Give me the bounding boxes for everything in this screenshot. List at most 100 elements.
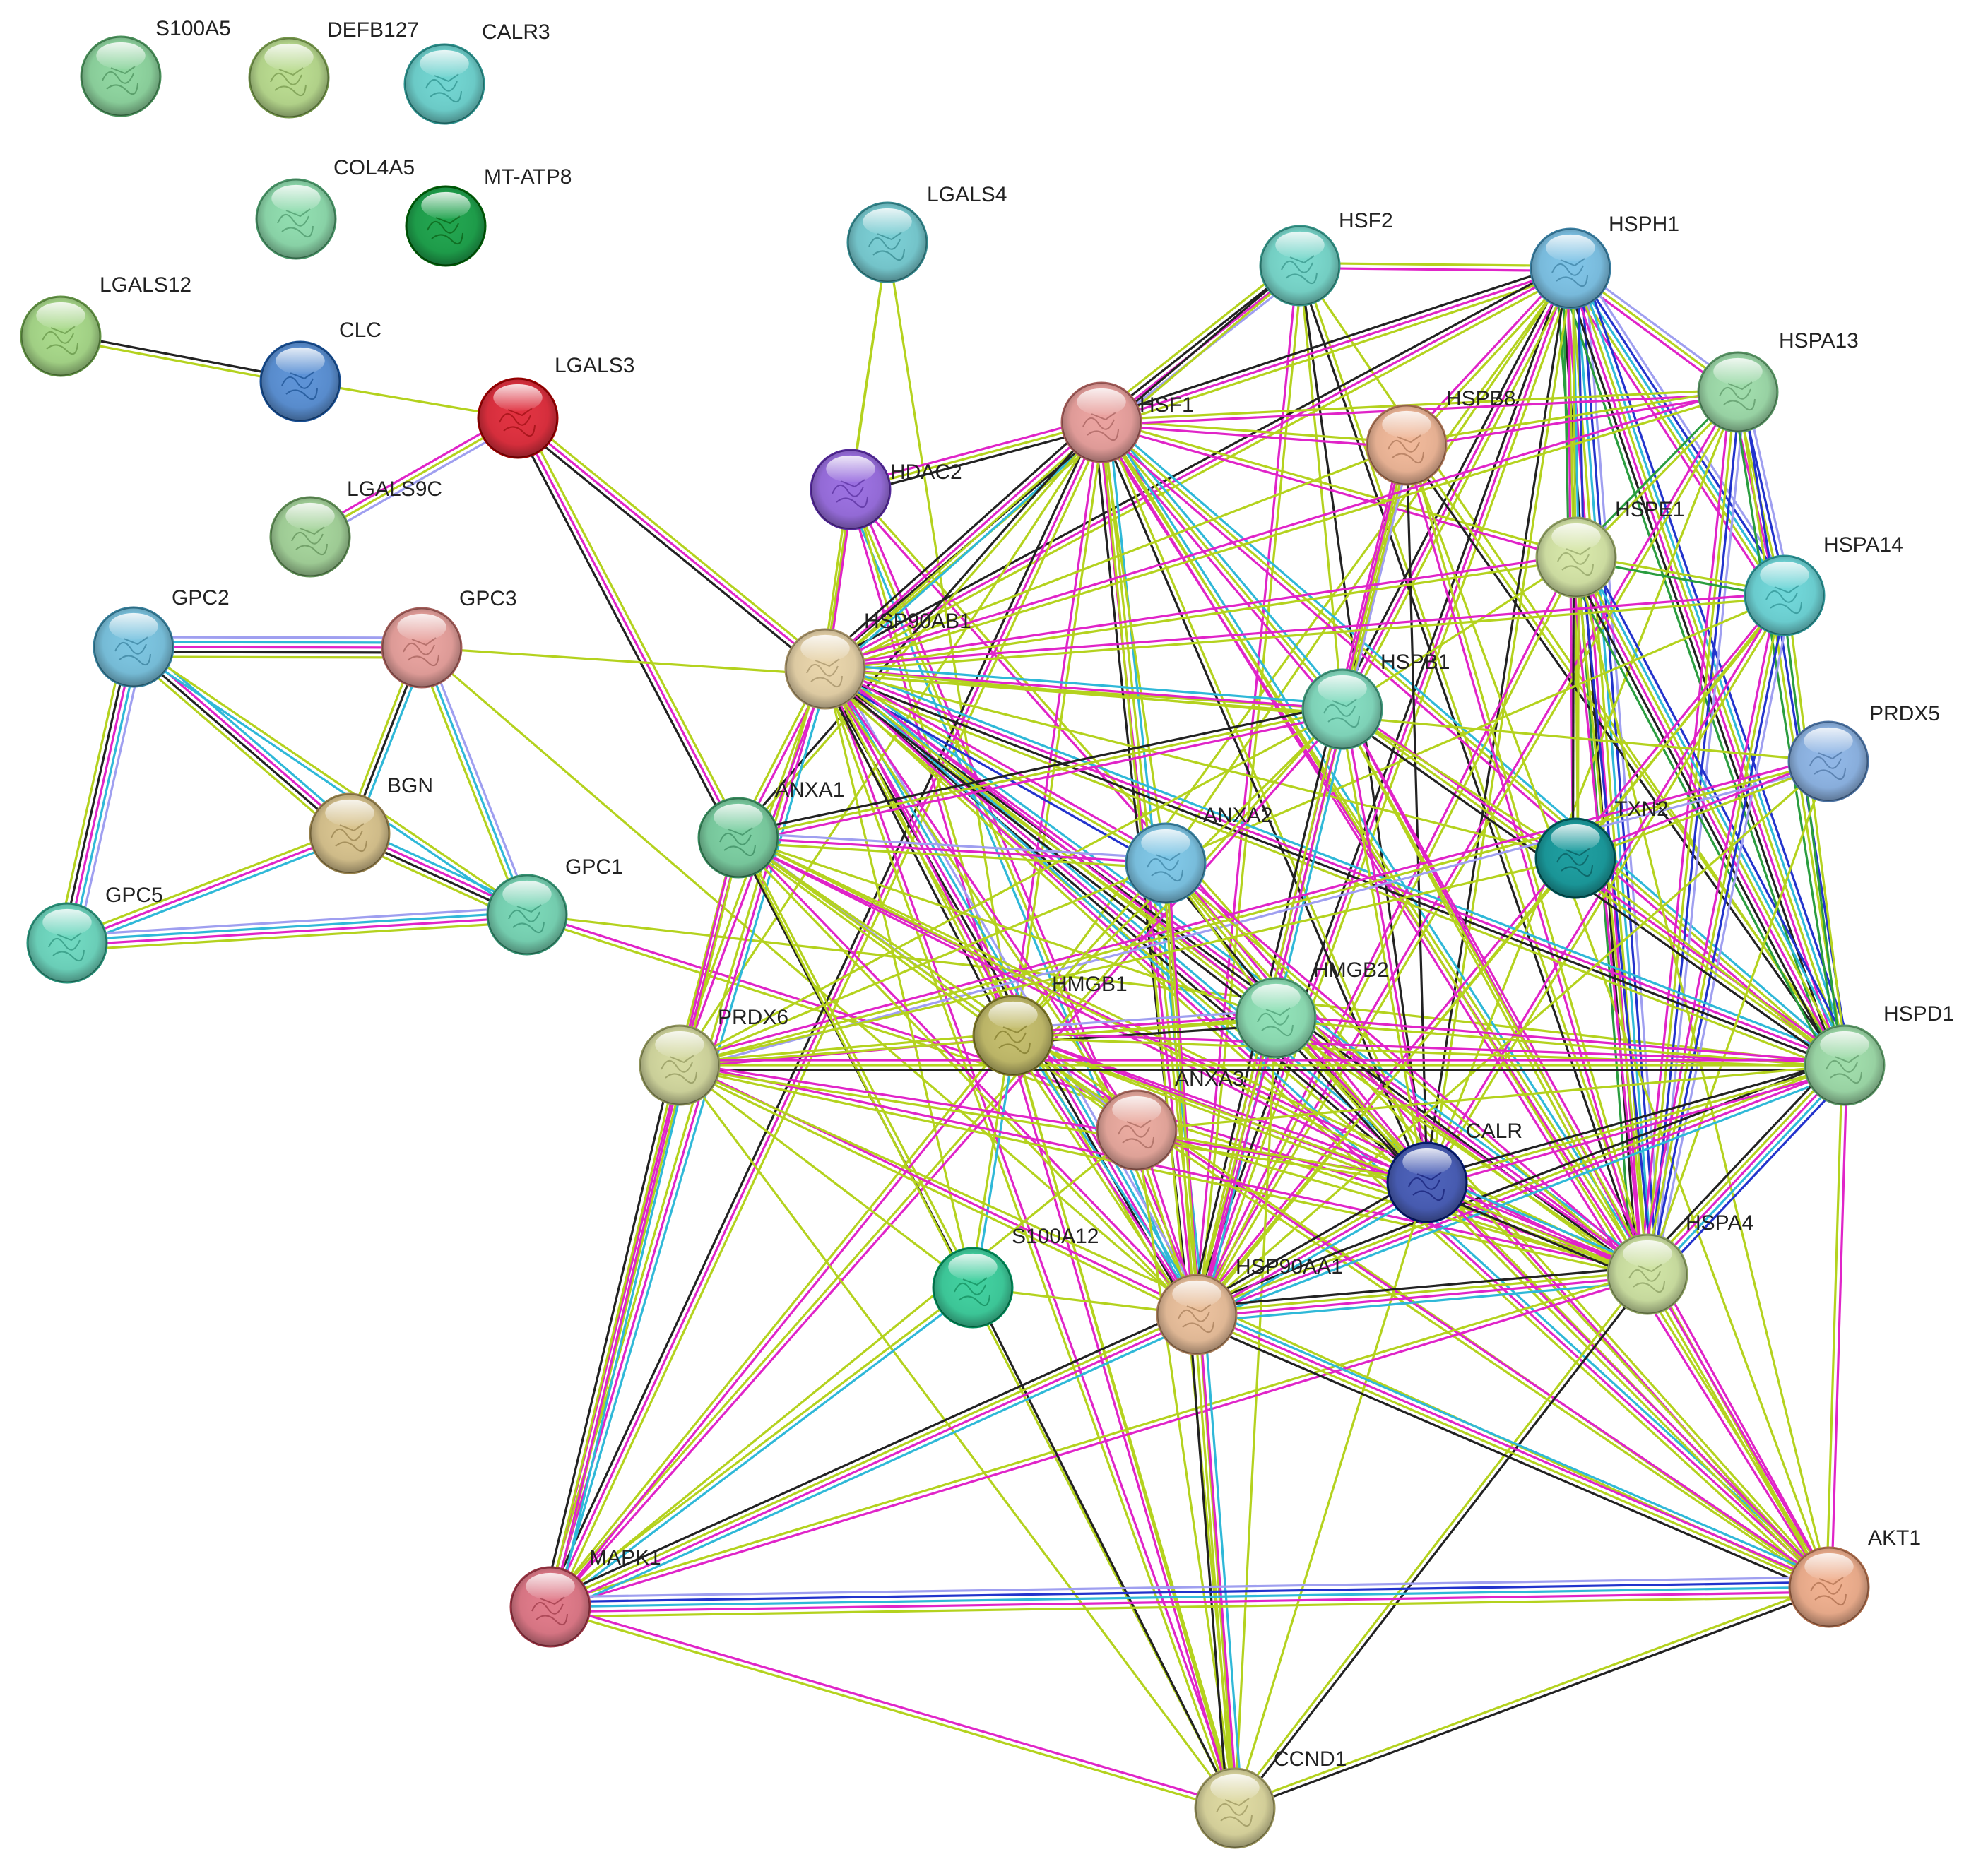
edge-line-known_database	[131, 648, 526, 918]
edge-line-textmining	[679, 1031, 1013, 1064]
edge-line-coexpression	[1337, 266, 1568, 708]
edge-s100a12-ccnd1	[971, 1287, 1236, 1809]
node-hsph1[interactable]: HSPH1	[1530, 213, 1679, 309]
node-calr[interactable]: CALR	[1386, 1120, 1522, 1223]
edge-line-experimental	[678, 755, 1828, 1062]
node-label: S100A5	[155, 17, 231, 40]
edge-line-coexpression	[737, 703, 1342, 834]
edge-line-cooccurrence	[550, 1581, 1829, 1603]
edge-line-experimental	[827, 664, 1280, 1015]
edge-line-textmining	[1274, 1019, 1647, 1278]
node-ccnd1[interactable]: CCND1	[1194, 1747, 1347, 1849]
edge-line-experimental	[550, 1591, 1830, 1613]
edge-line-coexpression	[1193, 1320, 1827, 1596]
node-clc[interactable]: CLC	[259, 319, 381, 422]
node-col4a5[interactable]: COL4A5	[255, 156, 415, 260]
edge-line-textmining	[1164, 268, 1572, 864]
edge-line-homology	[66, 906, 527, 937]
edge-line-textmining	[1012, 1036, 1427, 1186]
edge-hspd1-anxa3	[1136, 1064, 1845, 1132]
edge-line-textmining	[678, 1066, 1197, 1318]
node-gloss	[1141, 829, 1190, 856]
edge-line-experimental	[824, 591, 1785, 668]
edge-line-coexpression	[542, 1063, 674, 1605]
node-hspa14[interactable]: HSPA14	[1744, 533, 1903, 636]
edge-hsp90ab1-hspd1	[822, 660, 1848, 1074]
node-hsp90aa1[interactable]: HSP90AA1	[1156, 1255, 1343, 1355]
edge-line-known_database	[551, 1288, 976, 1610]
node-gloss	[42, 908, 92, 936]
edge-line-coexpression	[820, 670, 1010, 1038]
node-s100a12[interactable]: S100A12	[932, 1225, 1099, 1329]
node-akt1[interactable]: AKT1	[1788, 1526, 1921, 1628]
node-hmgb2[interactable]: HMGB2	[1235, 958, 1389, 1059]
node-hsf1[interactable]: HSF1	[1060, 381, 1194, 463]
node-hdac2[interactable]: HDAC2	[810, 449, 962, 530]
edge-hsp90ab1-hspb1	[824, 663, 1343, 716]
node-mapk1[interactable]: MAPK1	[509, 1546, 661, 1648]
node-gpc1[interactable]: GPC1	[486, 855, 623, 956]
edge-line-textmining	[549, 1608, 1235, 1812]
node-mt-atp8[interactable]: MT-ATP8	[405, 165, 572, 267]
edge-line-known_database	[1016, 1032, 1202, 1313]
edge-hmgb1-mapk1	[548, 1033, 1016, 1610]
node-bgn[interactable]: BGN	[309, 774, 433, 874]
node-label: HSPD1	[1883, 1002, 1954, 1026]
node-label: HSPB1	[1380, 651, 1450, 674]
node-hsp90ab1[interactable]: HSP90AB1	[784, 610, 971, 710]
edge-line-experimental	[680, 1062, 1649, 1274]
node-gpc2[interactable]: GPC2	[93, 586, 230, 688]
edge-line-coexpression	[1193, 1057, 1842, 1309]
edge-line-textmining	[1195, 857, 1577, 1316]
edge-hsph1-hsf1	[1099, 262, 1573, 429]
edge-line-textmining	[969, 1035, 1012, 1288]
edge-line-textmining	[824, 667, 1277, 1019]
edge-line-textmining	[1195, 1179, 1427, 1314]
edge-line-experimental	[827, 663, 1169, 860]
node-calr3[interactable]: CALR3	[403, 20, 550, 125]
edge-line-experimental	[1197, 1066, 1846, 1318]
node-hsf2[interactable]: HSF2	[1259, 209, 1393, 307]
node-s100a5[interactable]: S100A5	[80, 17, 231, 117]
edge-line-textmining	[1576, 557, 1580, 859]
edge-line-textmining	[56, 644, 125, 942]
node-hspb8[interactable]: HSPB8	[1366, 387, 1515, 486]
node-label: ANXA2	[1203, 804, 1272, 827]
node-anxa3[interactable]: ANXA3	[1096, 1067, 1244, 1171]
node-hspd1[interactable]: HSPD1	[1804, 1002, 1954, 1106]
node-lgals3[interactable]: LGALS3	[477, 354, 634, 459]
node-gloss	[109, 612, 158, 640]
edge-line-known_database	[825, 663, 1343, 706]
node-gloss	[1760, 561, 1809, 588]
node-hspb1[interactable]: HSPB1	[1301, 651, 1450, 750]
node-prdx6[interactable]: PRDX6	[639, 1006, 788, 1106]
node-hspa13[interactable]: HSPA13	[1697, 329, 1859, 433]
node-anxa2[interactable]: ANXA2	[1125, 804, 1272, 904]
node-defb127[interactable]: DEFB127	[248, 18, 419, 119]
edge-hsp90ab1-hmgb2	[821, 664, 1280, 1023]
node-label: MT-ATP8	[484, 165, 572, 189]
node-anxa1[interactable]: ANXA1	[697, 778, 844, 879]
node-hmgb1[interactable]: HMGB1	[972, 973, 1128, 1076]
node-lgals12[interactable]: LGALS12	[20, 273, 191, 377]
edge-txn2-hspd1	[1575, 857, 1845, 1067]
node-label: MAPK1	[589, 1546, 661, 1569]
edge-line-known_database	[1199, 1071, 1848, 1323]
edge-line-experimental	[1012, 1014, 1276, 1035]
edge-gpc2-gpc5	[56, 644, 145, 946]
node-gpc3[interactable]: GPC3	[381, 587, 517, 689]
node-gpc5[interactable]: GPC5	[26, 884, 163, 984]
edge-line-textmining	[850, 421, 1102, 491]
node-lgals9c[interactable]: LGALS9C	[269, 477, 442, 578]
node-prdx5[interactable]: PRDX5	[1787, 702, 1940, 802]
node-label: HSP90AB1	[864, 610, 971, 633]
node-txn2[interactable]: TXN2	[1534, 797, 1669, 899]
node-hspa4[interactable]: HSPA4	[1607, 1211, 1753, 1315]
edge-line-cooccurrence	[1573, 265, 1790, 594]
node-hspe1[interactable]: HSPE1	[1535, 498, 1684, 598]
edge-line-coexpression	[851, 426, 1104, 496]
edge-line-experimental	[1194, 593, 1784, 1314]
edge-anxa2-prdx6	[679, 862, 1166, 1067]
node-lgals4[interactable]: LGALS4	[846, 183, 1007, 283]
edge-line-known_database	[1650, 1067, 1850, 1278]
